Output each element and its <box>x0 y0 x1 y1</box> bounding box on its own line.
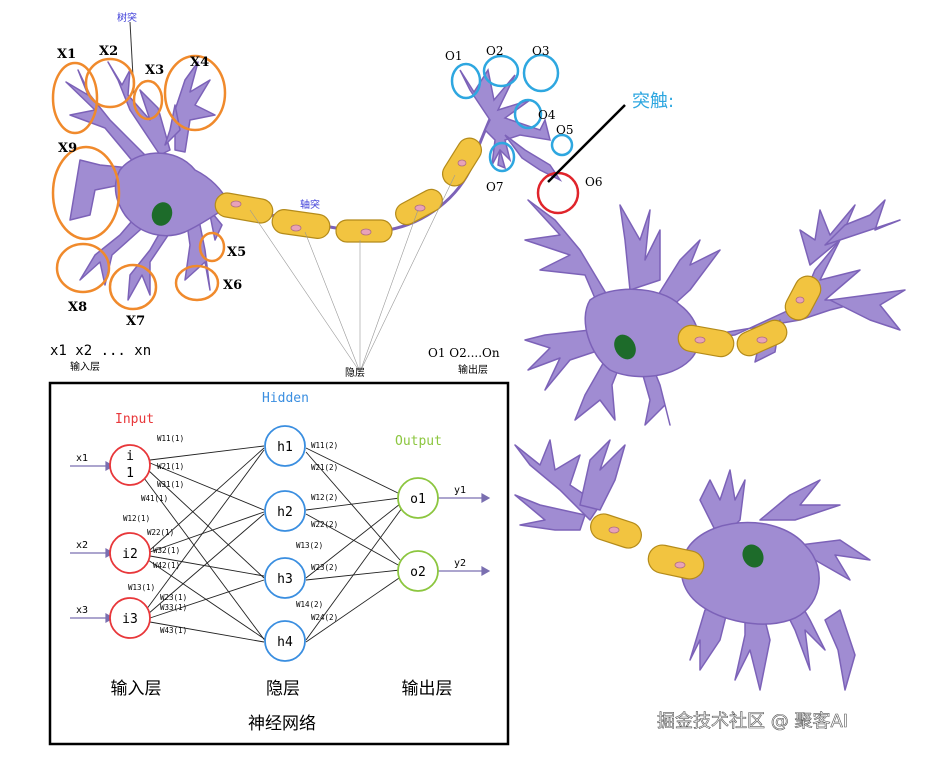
x3-input-label: x3 <box>76 605 88 616</box>
x4-label: X4 <box>190 55 209 70</box>
weight-w23-1: W23(1) <box>160 593 187 602</box>
input-node-2-label: i2 <box>122 547 138 562</box>
neuron-right-bottom <box>514 439 871 691</box>
output-layer-label: 输出层 <box>458 363 488 376</box>
x8-label: X8 <box>68 300 87 315</box>
input-node-2 <box>109 532 151 574</box>
input-node-1-label-b: 1 <box>126 466 134 481</box>
weight-w24-2: W24(2) <box>311 613 338 622</box>
x6-label: X6 <box>223 278 242 293</box>
weight-w32-1: W32(1) <box>153 546 180 555</box>
hidden-node-2 <box>264 490 306 532</box>
nucleus <box>151 202 173 226</box>
hidden-node-4-label: h4 <box>277 635 293 650</box>
network-connections <box>143 445 403 643</box>
weight-w31-1: W31(1) <box>157 480 184 489</box>
hidden-title: Hidden <box>262 391 309 406</box>
input-sequence: x1 x2 ... xn <box>50 343 151 359</box>
y2-output-label: y2 <box>454 558 466 569</box>
caption-hidden-layer: 隐层 <box>266 679 300 699</box>
x5-label: X5 <box>227 245 246 260</box>
neuron-left <box>65 21 563 373</box>
weight-w41-1: W41(1) <box>141 494 168 503</box>
output-node-2 <box>397 550 439 592</box>
input-layer-label: 输入层 <box>70 360 100 373</box>
weight-w22-2: W22(2) <box>311 520 338 529</box>
output-node-1-label: o1 <box>410 492 426 507</box>
input-region-circles <box>51 54 227 311</box>
output-node-2-label: o2 <box>410 565 426 580</box>
x7-label: X7 <box>126 314 145 329</box>
weight-w11-2: W11(2) <box>311 441 338 450</box>
o2-label: O2 <box>486 44 503 58</box>
hidden-node-1 <box>264 425 306 467</box>
weight-w42-1: W42(1) <box>153 561 180 570</box>
hidden-node-3-label: h3 <box>277 572 293 587</box>
weight-w12-2: W12(2) <box>311 493 338 502</box>
o6-label: O6 <box>585 175 602 189</box>
neuron-right-top <box>524 199 906 426</box>
output-node-1 <box>397 477 439 519</box>
weight-labels: W11(1) W21(1) W31(1) W41(1) W12(1) W22(1… <box>123 434 338 635</box>
caption-title: 神经网络 <box>248 714 316 734</box>
x2-input-label: x2 <box>76 540 88 551</box>
weight-w43-1: W43(1) <box>160 626 187 635</box>
x2-label: X2 <box>99 44 118 59</box>
weight-w12-1: W12(1) <box>123 514 150 523</box>
output-sequence: O1 O2....On <box>428 346 500 360</box>
weight-w23-2: W23(2) <box>311 563 338 572</box>
neural-network-panel: Input Hidden Output <box>48 381 510 746</box>
x3-label: X3 <box>145 63 164 78</box>
hidden-node-4 <box>264 620 306 662</box>
dendrite-label: 树突 <box>117 11 137 24</box>
myelin-sheaths <box>214 137 483 243</box>
o7-label: O7 <box>486 180 503 194</box>
axon-label: 轴突 <box>300 198 320 211</box>
output-region-circles <box>450 53 574 173</box>
x1-label: X1 <box>57 47 76 62</box>
weight-w13-1: W13(1) <box>128 583 155 592</box>
o4-label: O4 <box>538 108 556 122</box>
input-node-1 <box>109 444 151 486</box>
weight-w21-1: W21(1) <box>157 462 184 471</box>
x9-label: X9 <box>58 141 77 156</box>
caption-input-layer: 输入层 <box>111 679 162 699</box>
weight-w33-1: W33(1) <box>160 603 187 612</box>
hidden-node-2-label: h2 <box>277 505 293 520</box>
hidden-node-3 <box>264 557 306 599</box>
input-node-1-label-a: i <box>126 449 134 464</box>
y1-output-label: y1 <box>454 485 466 496</box>
weight-w21-2: W21(2) <box>311 463 338 472</box>
caption-output-layer: 输出层 <box>402 679 453 699</box>
weight-w13-2: W13(2) <box>296 541 323 550</box>
o1-label: O1 <box>445 49 462 63</box>
x1-input-label: x1 <box>76 453 88 464</box>
synapse-label: 突触: <box>632 91 674 112</box>
neuron-text-labels: 树突 轴突 突触: 隐层 输入层 输出层 x1 x2 ... xn O1 O2.… <box>50 11 674 379</box>
input-node-3-label: i3 <box>122 612 138 627</box>
weight-w22-1: W22(1) <box>147 528 174 537</box>
watermark: 掘金技术社区 @ 聚客AI <box>657 711 848 732</box>
hidden-layer-label: 隐层 <box>345 367 365 379</box>
input-node-3 <box>109 597 151 639</box>
o5-label: O5 <box>556 123 573 137</box>
hidden-node-1-label: h1 <box>277 440 293 455</box>
o3-label: O3 <box>532 44 549 58</box>
input-title: Input <box>115 412 154 427</box>
weight-w14-2: W14(2) <box>296 600 323 609</box>
weight-w11-1: W11(1) <box>157 434 184 443</box>
output-title: Output <box>395 434 442 449</box>
